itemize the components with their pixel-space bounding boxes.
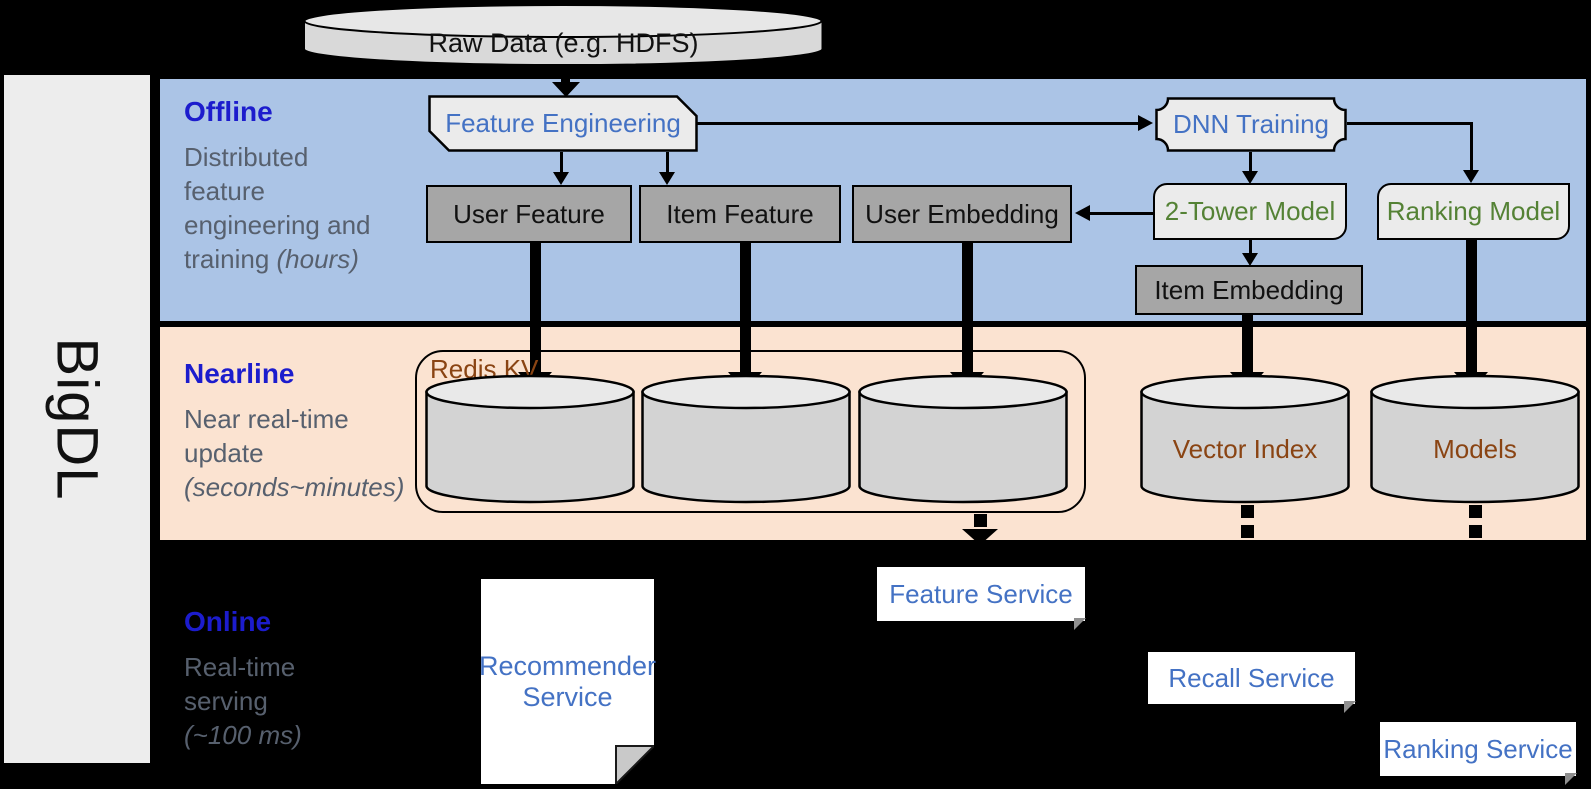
cylinder-shape — [858, 374, 1068, 504]
node-item-embedding: Item Embedding — [1135, 265, 1363, 315]
cylinder-shape — [425, 374, 635, 504]
plaque-box-shape — [1155, 97, 1347, 152]
models-label: Models — [1433, 434, 1517, 464]
folded-corner-icon — [1344, 701, 1356, 713]
edge-vector-index-to-recall-dash-1 — [1241, 505, 1254, 518]
node-two-tower-model: 2-Tower Model — [1153, 183, 1347, 240]
redis-shard-cylinder-3 — [858, 374, 1068, 504]
cylinder-shape — [1140, 374, 1350, 504]
redis-shard-cylinder-1 — [425, 374, 635, 504]
node-recommender-service: Recommender Service — [478, 579, 657, 784]
nearline-description: Near real-time update (seconds~minutes) — [184, 404, 405, 502]
edge-user-embedding-to-redis — [962, 243, 973, 373]
feature-engineering-label: Feature Engineering — [445, 108, 681, 138]
online-description: Real-time serving (~100 ms) — [184, 652, 302, 750]
cylinder-shape — [303, 4, 824, 67]
node-ranking-model: Ranking Model — [1377, 183, 1570, 240]
edge-dnn-to-ranking-v — [1470, 122, 1473, 171]
feature-service-label: Feature Service — [889, 578, 1073, 609]
ranking-model-label: Ranking Model — [1386, 196, 1561, 226]
dnn-training-label: DNN Training — [1172, 109, 1330, 139]
edge-two-tower-to-user-embedding — [1090, 212, 1153, 215]
item-feature-label: Item Feature — [666, 198, 814, 229]
vector-index-label: Vector Index — [1172, 434, 1318, 464]
arrowhead-fe-to-dnn — [1138, 115, 1153, 131]
edge-vector-index-to-recall-dash-2 — [1241, 525, 1254, 538]
offline-description: Distributed feature engineering and trai… — [184, 142, 371, 274]
online-title: Online — [184, 606, 272, 637]
arrowhead-rawdata-to-fe — [552, 82, 580, 97]
node-ranking-service: Ranking Service — [1380, 722, 1577, 785]
folded-corner-icon — [1565, 773, 1577, 785]
edge-models-to-ranking-dash-1 — [1469, 505, 1482, 518]
user-embedding-label: User Embedding — [865, 198, 1059, 229]
edge-dnn-to-two-tower — [1249, 152, 1252, 172]
node-feature-service: Feature Service — [877, 567, 1086, 630]
arrowhead-fe-to-item-feature — [659, 172, 675, 185]
item-embedding-label: Item Embedding — [1154, 274, 1344, 305]
edge-item-embedding-to-vector-index — [1242, 315, 1253, 373]
node-user-embedding: User Embedding — [852, 185, 1072, 243]
arrowhead-redis-to-feature-service — [962, 529, 998, 545]
arrow-rawdata-to-fe — [561, 66, 570, 84]
raw-data-label: Raw Data (e.g. HDFS) — [428, 27, 699, 58]
arrowhead-dnn-to-two-tower — [1242, 171, 1258, 184]
node-recall-service: Recall Service — [1148, 652, 1356, 713]
cylinder-shape — [641, 374, 851, 504]
nearline-title: Nearline — [184, 358, 295, 389]
user-feature-label: User Feature — [453, 198, 605, 229]
node-models: Models — [1370, 374, 1580, 504]
edge-dnn-to-ranking-h — [1347, 122, 1473, 125]
arrowhead-two-tower-to-item-embedding — [1242, 253, 1258, 266]
edge-ranking-model-to-models — [1466, 240, 1477, 373]
node-dnn-training: DNN Training — [1155, 97, 1347, 152]
edge-models-to-ranking-dash-2 — [1469, 525, 1482, 538]
recall-service-label: Recall Service — [1168, 662, 1335, 693]
arrowhead-two-tower-to-user-embedding — [1075, 205, 1090, 221]
bigdl-logo: BigDL — [44, 337, 110, 501]
two-tower-model-label: 2-Tower Model — [1164, 196, 1336, 226]
arrowhead-dnn-to-ranking — [1463, 170, 1479, 183]
redis-shard-cylinder-2 — [641, 374, 851, 504]
arrowhead-fe-to-user-feature — [553, 172, 569, 185]
edge-fe-to-dnn — [697, 122, 1138, 125]
edge-redis-to-feature-service-dash — [974, 514, 987, 527]
node-item-feature: Item Feature — [639, 185, 841, 243]
node-vector-index: Vector Index — [1140, 374, 1350, 504]
recommender-service-label: Recommender Service — [478, 650, 657, 712]
edge-fe-to-item-feature — [666, 152, 669, 173]
ranking-service-label: Ranking Service — [1383, 733, 1573, 764]
offline-title: Offline — [184, 96, 273, 127]
redis-kv-group — [415, 350, 1086, 513]
node-user-feature: User Feature — [426, 185, 632, 243]
edge-user-feature-to-redis — [530, 243, 541, 373]
chamfer-box-shape — [428, 95, 698, 152]
document-shape — [481, 579, 654, 784]
node-feature-engineering: Feature Engineering — [428, 95, 698, 152]
edge-fe-to-user-feature — [560, 152, 563, 173]
cylinder-shape — [1370, 374, 1580, 504]
raw-data-store: Raw Data (e.g. HDFS) — [303, 3, 824, 73]
edge-item-feature-to-redis — [740, 243, 751, 373]
edge-two-tower-to-item-embedding — [1249, 240, 1252, 254]
folded-corner-icon — [1074, 618, 1086, 630]
bigdl-sidebar: BigDL — [4, 75, 150, 763]
